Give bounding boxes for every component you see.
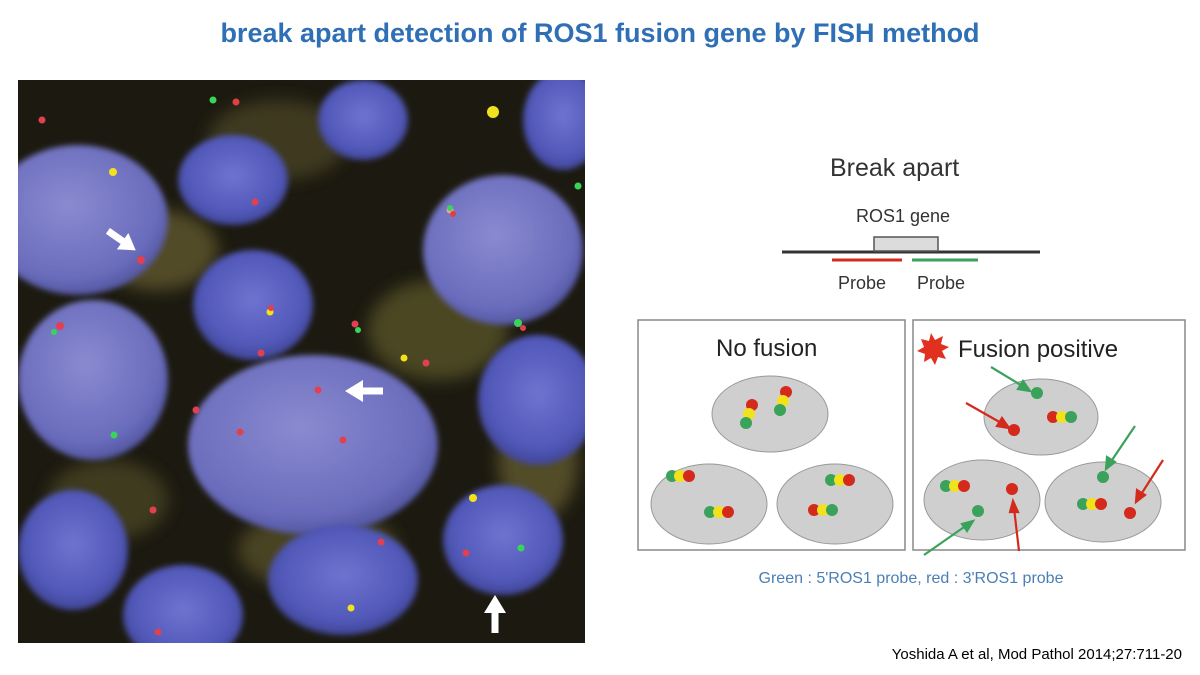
arrow-icon	[105, 227, 506, 633]
break-apart-diagram: Break apart ROS1 gene Probe Probe No fus…	[637, 154, 1186, 587]
slide-title: break apart detection of ROS1 fusion gen…	[220, 18, 980, 48]
diagram-heading: Break apart	[830, 154, 959, 182]
star-burst-icon	[917, 333, 949, 365]
probe-right-label: Probe	[917, 273, 965, 293]
gene-label: ROS1 gene	[856, 206, 950, 226]
fusion-positive-cells	[923, 378, 1162, 543]
citation: Yoshida A et al, Mod Pathol 2014;27:711-…	[891, 646, 1182, 663]
legend-text: Green : 5'ROS1 probe, red : 3'ROS1 probe	[759, 570, 1064, 587]
fusion-positive-title: Fusion positive	[958, 336, 1118, 363]
pointer-arrows	[923, 366, 1164, 556]
probe-left-label: Probe	[838, 273, 886, 293]
nuclei	[18, 80, 585, 643]
fish-signals	[38, 96, 582, 636]
no-fusion-cells	[650, 375, 894, 545]
ros1-gene-box	[873, 236, 939, 252]
no-fusion-title: No fusion	[716, 335, 817, 362]
fish-microscopy-image	[18, 80, 585, 643]
